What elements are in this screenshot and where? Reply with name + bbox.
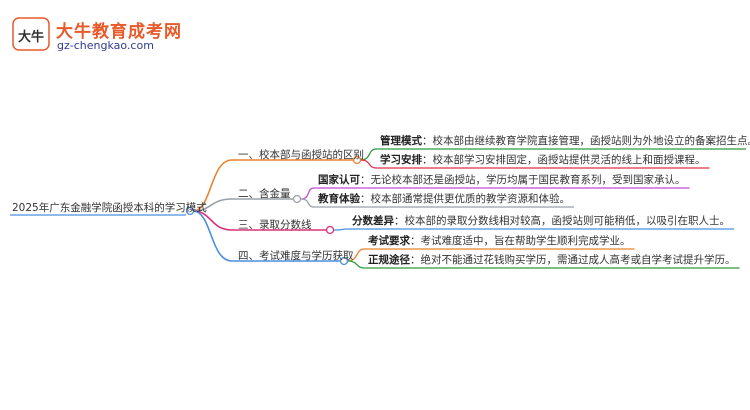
leaf-link-4-1 [347,248,635,262]
brand-url: gz-chengkao.com [57,39,154,52]
leaf-2-2: 教育体验：校本部通常提供更优质的教学资源和体验。 [318,191,570,206]
branch-node-2 [292,194,302,204]
branch-label-1: 一、校本部与函授站的区别 [238,149,364,161]
leaf-text: 绝对不能通过花钱购买学历，需通过成人高考或自学考试提升学历。 [420,254,736,266]
leaf-link-2-1 [300,187,690,200]
leaf-4-2: 正规途径：绝对不能通过花钱购买学历，需通过成人高考或自学考试提升学历。 [368,252,736,267]
logo-mark-text: 大牛 [18,29,44,45]
leaf-separator: ： [360,193,371,205]
branch-node-4 [339,256,349,266]
root-topic: 2025年广东金融学院函授本科的学习模式 [12,202,207,214]
leaf-link-3-1 [333,228,734,231]
leaf-text: 无论校本部还是函授站，学历均属于国民教育系列，受到国家承认。 [370,174,686,186]
leaf-link-2-2 [300,198,574,208]
leaf-text: 考试难度适中，旨在帮助学生顺利完成学业。 [420,235,631,247]
leaf-text: 校本部学习安排固定，函授站提供灵活的线上和面授课程。 [432,154,706,166]
branch-label-2: 二、含金量 [238,188,291,200]
branch-node-1 [352,155,362,165]
leaf-link-4-2 [347,260,740,269]
leaf-3-1: 分数差异：校本部的录取分数线相对较高，函授站则可能稍低，以吸引在职人士。 [352,213,730,228]
leaf-text: 校本部由继续教育学院直接管理，函授站则为外地设立的备案招生点。 [432,135,750,147]
leaf-1-2: 学习安排：校本部学习安排固定，函授站提供灵活的线上和面授课程。 [380,152,706,167]
leaf-text: 校本部通常提供更优质的教学资源和体验。 [370,193,571,205]
leaf-2-1: 国家认可：无论校本部还是函授站，学历均属于国民教育系列，受到国家承认。 [318,172,686,187]
branch-label-4: 四、考试难度与学历获取 [238,250,354,262]
leaf-4-1: 考试要求：考试难度适中，旨在帮助学生顺利完成学业。 [368,233,631,248]
brand-title: 大牛教育成考网 [56,22,182,42]
leaf-key: 正规途径 [368,254,410,266]
leaf-separator: ： [422,154,433,166]
leaf-key: 管理模式 [380,135,422,147]
root-node [185,206,195,216]
leaf-1-1: 管理模式：校本部由继续教育学院直接管理，函授站则为外地设立的备案招生点。 [380,133,750,148]
leaf-key: 学习安排 [380,154,422,166]
leaf-separator: ： [410,254,421,266]
leaf-separator: ： [394,215,405,227]
leaf-text: 校本部的录取分数线相对较高，函授站则可能稍低，以吸引在职人士。 [404,215,731,227]
leaf-key: 国家认可 [318,174,360,186]
leaf-separator: ： [360,174,371,186]
leaf-link-1-2 [360,159,710,169]
leaf-separator: ： [422,135,433,147]
brand-logo: 大牛 [12,17,50,51]
branch-label-3: 三、录取分数线 [238,219,312,231]
branch-link-1 [192,159,233,212]
leaf-key: 分数差异 [352,215,394,227]
leaf-separator: ： [410,235,421,247]
leaf-key: 考试要求 [368,235,410,247]
leaf-key: 教育体验 [318,193,360,205]
branch-link-4 [192,210,233,262]
branch-node-3 [325,225,335,235]
leaf-link-1-1 [360,148,746,161]
